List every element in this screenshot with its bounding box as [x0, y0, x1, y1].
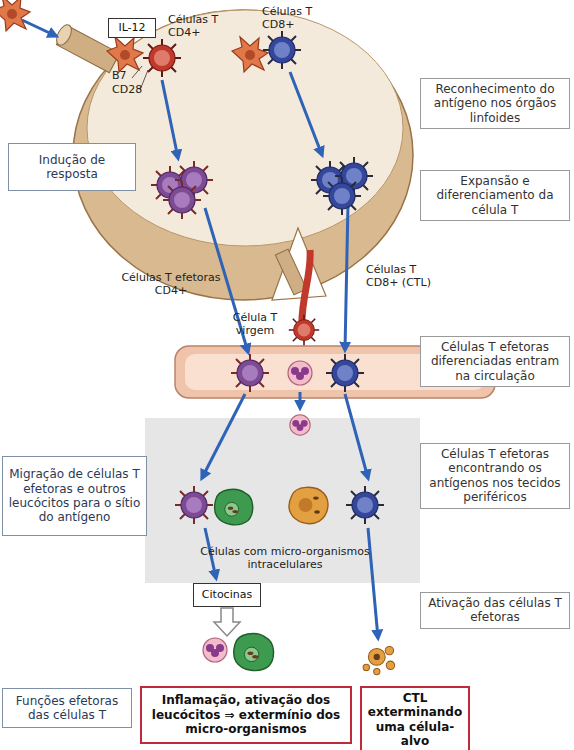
cell-label: Células com micro-organismos intracelula… [180, 546, 390, 571]
molecule-tag-box: Citocinas [193, 583, 261, 607]
effector-cd4-cell [175, 486, 213, 524]
flow-arrows [345, 394, 368, 478]
flow-arrows [368, 528, 378, 638]
molecule-tag-box: IL-12 [108, 18, 156, 38]
lymph-node [87, 10, 403, 246]
stage-label-box: Células T efetoras encontrando os antíge… [420, 443, 570, 509]
node-text: Ativação das células T efetoras [426, 596, 564, 625]
outcome-box: Inflamação, ativação dos leucócitos ⇒ ex… [140, 686, 352, 744]
cell-label: Células T CD8+ (CTL) [366, 264, 438, 289]
dendritic-cell [107, 37, 143, 72]
effector-cd8-cell [323, 177, 361, 215]
cytokine-arrow [214, 608, 240, 636]
cell-label: Células T CD4+ [168, 14, 226, 39]
activated-neutrophil [203, 638, 227, 662]
stage-label-box: Reconhecimento do antígeno nos órgãos li… [420, 78, 570, 129]
neutrophil [288, 361, 312, 385]
phase-label-box: Indução de resposta [8, 143, 136, 191]
effector-cd4-cell [163, 181, 201, 219]
phase-label-box: Funções efetoras das células T [2, 688, 132, 728]
flow-arrows [345, 204, 348, 350]
cell-label: CD28 [112, 84, 148, 97]
stage-label-box: Expansão e diferenciamento da célula T [420, 170, 570, 221]
node-text: Reconhecimento do antígeno nos órgãos li… [426, 82, 564, 125]
cell-label: Células T efetoras CD4+ [112, 272, 230, 297]
stage-label-box: Ativação das células T efetoras [420, 592, 570, 629]
node-text: Inflamação, ativação dos leucócitos ⇒ ex… [148, 693, 344, 736]
naive-cd4-cell [143, 39, 181, 77]
node-text: Migração de células T efetoras e outros … [8, 467, 141, 525]
flow-arrows [290, 72, 322, 155]
ctl-cell [326, 354, 364, 392]
naive-t-cell [289, 315, 319, 345]
node-text: CTL exterminando uma célula-alvo [368, 691, 462, 749]
afferent-lymphatic [54, 22, 75, 47]
node-text: Indução de resposta [14, 153, 130, 182]
node-text: Células T efetoras diferenciadas entram … [426, 340, 564, 383]
flow-arrows [202, 394, 245, 478]
stage-label-box: Células T efetoras diferenciadas entram … [420, 336, 570, 387]
flow-arrows [299, 392, 302, 408]
cell-label: B7 [112, 70, 134, 83]
node-text: Citocinas [202, 588, 252, 601]
peripheral-tissue [145, 418, 420, 583]
cells [0, 0, 395, 675]
lymph-node [272, 228, 326, 300]
lymph-node [275, 249, 306, 295]
neutrophil [290, 415, 310, 435]
flow-arrows [22, 20, 56, 36]
ctl-cell [346, 486, 384, 524]
activated-macrophage [234, 634, 274, 671]
outcome-box: CTL exterminando uma célula-alvo [360, 686, 470, 750]
node-text: IL-12 [118, 21, 145, 34]
node-text: Células T efetoras encontrando os antíge… [426, 447, 564, 505]
node-text: Expansão e diferenciamento da célula T [426, 174, 564, 217]
node-text: Funções efetoras das células T [8, 694, 126, 723]
lymph-node [302, 250, 310, 330]
dying-target-cell [363, 646, 395, 674]
flow-arrows [162, 80, 178, 158]
cell-label: Célula T virgem [224, 312, 286, 337]
infected-macrophage [214, 489, 252, 524]
effector-cd4-cell [231, 354, 269, 392]
cell-label: Células T CD8+ [262, 6, 324, 31]
phase-label-box: Migração de células T efetoras e outros … [2, 456, 147, 536]
dendritic-cell [232, 37, 268, 72]
infected-cell [289, 487, 328, 523]
dendritic-cell [0, 0, 30, 31]
naive-cd8-cell [263, 31, 301, 69]
